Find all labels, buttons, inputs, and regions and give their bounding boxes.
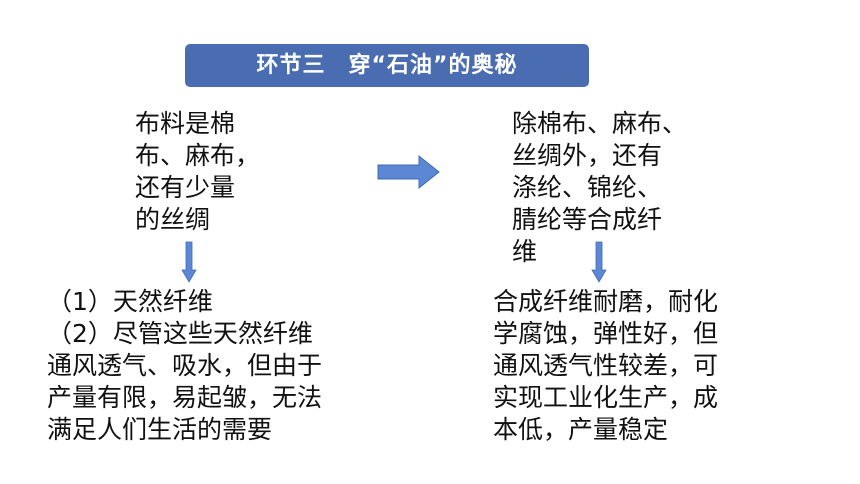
down-arrow-right-icon: [591, 241, 607, 283]
natural-fabric-text: 布料是棉 布、麻布， 还有少量 的丝绸: [135, 109, 261, 234]
down-arrow-left-icon: [181, 241, 197, 283]
right-arrow-icon: [377, 154, 440, 190]
synthetic-fabric-text: 除棉布、麻布、 丝绸外，还有 涤纶、锦纶、 腈纶等合成纤 维: [512, 109, 688, 266]
synthetic-fiber-explanation: 合成纤维耐磨，耐化 学腐蚀，弹性好，但 通风透气性较差，可 实现工业化生产，成 …: [493, 287, 719, 444]
title-banner: 环节三 穿“石油”的奥秘: [185, 44, 589, 87]
natural-fiber-explanation: （1）天然纤维 （2）尽管这些天然纤维 通风透气、吸水，但由于 产量有限，易起皱…: [47, 287, 323, 444]
